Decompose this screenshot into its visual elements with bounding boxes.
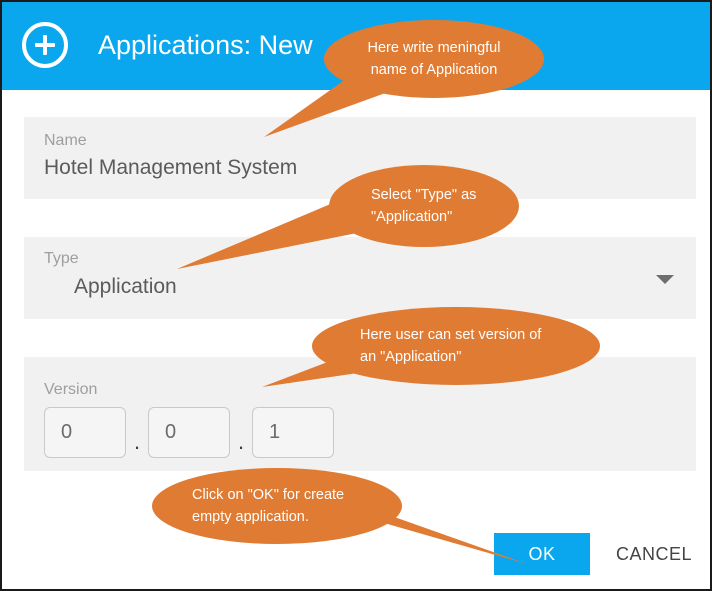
header-content: Applications: New	[22, 22, 313, 68]
type-callout-line1: Select "Type" as	[371, 186, 477, 203]
type-callout-tail	[177, 197, 362, 269]
ok-callout-line1: Click on "OK" for create	[192, 486, 345, 503]
type-callout-line2: "Application"	[371, 209, 453, 225]
version-callout-line2: an "Application"	[360, 349, 462, 365]
version-field: Version 0 . 0 . 1	[24, 357, 696, 471]
name-input[interactable]: Hotel Management System	[44, 156, 298, 179]
ok-callout-bubble: Click on "OK" for create empty applicati…	[152, 468, 402, 544]
version-minor-input[interactable]: 0	[148, 407, 230, 458]
type-field[interactable]: Type Application	[24, 237, 696, 319]
version-separator-1: .	[133, 429, 141, 454]
name-callout-bubble: Here write meningful name of Application	[324, 20, 544, 98]
version-callout-bubble: Here user can set version of an "Applica…	[312, 307, 600, 385]
version-inputs: 0 . 0 . 1	[44, 407, 334, 458]
page-title: Applications: New	[98, 29, 313, 60]
version-field-label: Version	[44, 381, 98, 398]
version-major-input[interactable]: 0	[44, 407, 126, 458]
name-field-label: Name	[44, 132, 87, 149]
chevron-down-icon[interactable]	[656, 275, 674, 284]
version-callout-line1: Here user can set version of	[360, 326, 542, 343]
name-callout-line1: Here write meningful	[367, 39, 501, 56]
ok-button[interactable]: OK	[493, 533, 590, 575]
plus-circle-icon[interactable]	[22, 22, 68, 68]
name-callout-line2: name of Application	[370, 62, 498, 78]
type-callout-bubble: Select "Type" as "Application"	[329, 165, 519, 247]
ok-callout-line2: empty application.	[192, 509, 309, 525]
version-separator-2: .	[237, 429, 245, 454]
version-patch-input[interactable]: 1	[252, 407, 334, 458]
type-field-label: Type	[44, 250, 79, 267]
dialog-actions: OK CANCEL	[493, 533, 692, 575]
type-select-value[interactable]: Application	[74, 275, 177, 298]
cancel-button[interactable]: CANCEL	[615, 543, 692, 564]
